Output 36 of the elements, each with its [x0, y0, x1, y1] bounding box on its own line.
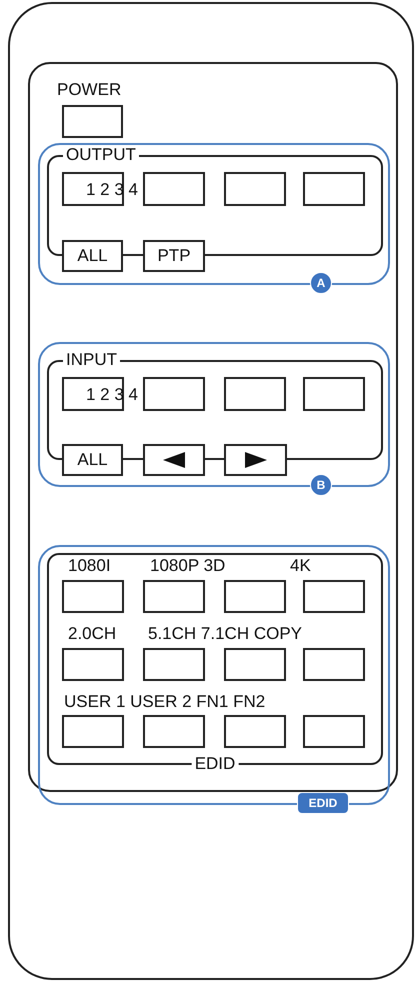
remote-button: ALL: [62, 240, 123, 272]
remote-button: [303, 172, 365, 206]
callout-badge: EDID: [297, 792, 349, 814]
remote-button: [62, 648, 124, 681]
remote-button: [224, 648, 286, 681]
remote-button: [224, 444, 287, 476]
remote-button: ALL: [62, 444, 123, 476]
button-label: 1080P 3D: [150, 556, 226, 576]
remote-button: [224, 715, 286, 748]
remote-button: [303, 580, 365, 613]
remote-button: [62, 377, 124, 411]
remote-button: PTP: [143, 240, 205, 272]
remote-body: [8, 2, 414, 980]
remote-button: [224, 377, 286, 411]
remote-button: [62, 580, 124, 613]
remote-button: [224, 580, 286, 613]
remote-button: [303, 715, 365, 748]
remote-button: [62, 172, 124, 206]
button-label: 2.0CH: [68, 624, 116, 644]
button-label: POWER: [57, 80, 122, 100]
remote-button: [303, 377, 365, 411]
button-label: 5.1CH 7.1CH COPY: [148, 624, 302, 644]
button-label: USER 1 USER 2 FN1 FN2: [64, 692, 266, 712]
remote-button: [303, 648, 365, 681]
remote-button: [143, 580, 205, 613]
remote-button: [143, 444, 205, 476]
remote-button: [143, 715, 205, 748]
remote-button: [143, 377, 205, 411]
button-label: 4K: [290, 556, 311, 576]
remote-button: [224, 172, 286, 206]
remote-button: [143, 648, 205, 681]
callout-badge: A: [310, 272, 332, 294]
remote-button: [62, 715, 124, 748]
remote-button: [143, 172, 205, 206]
callout-badge: B: [310, 474, 332, 496]
button-label: 1080I: [68, 556, 111, 576]
